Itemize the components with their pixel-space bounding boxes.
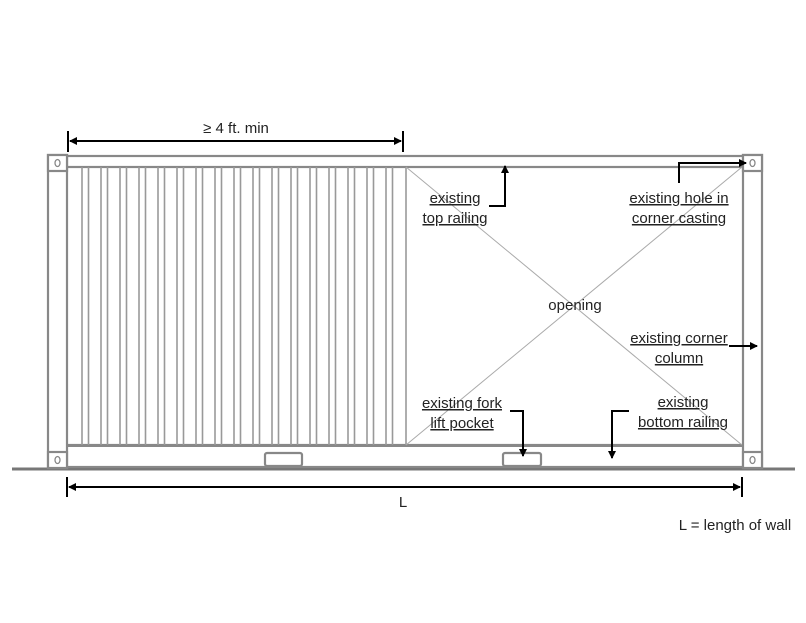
callout-text: bottom railing (638, 414, 728, 431)
top-railing-callout: existing top railing (422, 165, 509, 227)
callout-text: existing (658, 394, 709, 411)
length-legend: L = length of wall (679, 517, 791, 534)
corner-casting-hole (54, 158, 61, 168)
left-corner-column (46, 153, 69, 470)
fork-lift-pocket-callout: existing fork lift pocket (422, 395, 527, 457)
top-railing (64, 154, 746, 169)
min-width-dimension: ≥ 4 ft. min (67, 120, 404, 152)
callout-text: lift pocket (430, 415, 494, 432)
corner-casting-hole (749, 158, 756, 168)
arrow-icon (678, 159, 747, 183)
corner-casting-hole (54, 455, 61, 465)
length-label: L (399, 494, 407, 511)
callout-text: corner casting (632, 210, 726, 227)
corner-casting-hole (749, 455, 756, 465)
callout-text: existing (430, 190, 481, 207)
fork-lift-pocket (263, 451, 304, 468)
bottom-railing-callout: existing bottom railing (608, 394, 728, 459)
callout-text: existing corner (630, 330, 728, 347)
corner-casting-callout: existing hole in corner casting (629, 159, 747, 227)
callout-text: existing hole in (629, 190, 728, 207)
corner-column-callout: existing corner column (630, 330, 758, 367)
opening-diagonal (405, 166, 743, 446)
corrugated-panel (81, 167, 394, 445)
arrow-icon (510, 410, 527, 457)
arrow-icon (489, 165, 509, 207)
min-width-label: ≥ 4 ft. min (203, 120, 269, 137)
callout-text: existing fork (422, 395, 503, 412)
arrow-icon (608, 410, 629, 459)
opening-label: opening (548, 297, 601, 314)
length-dimension: L (66, 477, 743, 511)
callout-text: top railing (422, 210, 487, 227)
callout-text: column (655, 350, 703, 367)
right-corner-column (741, 153, 764, 470)
bottom-railing (64, 443, 746, 469)
